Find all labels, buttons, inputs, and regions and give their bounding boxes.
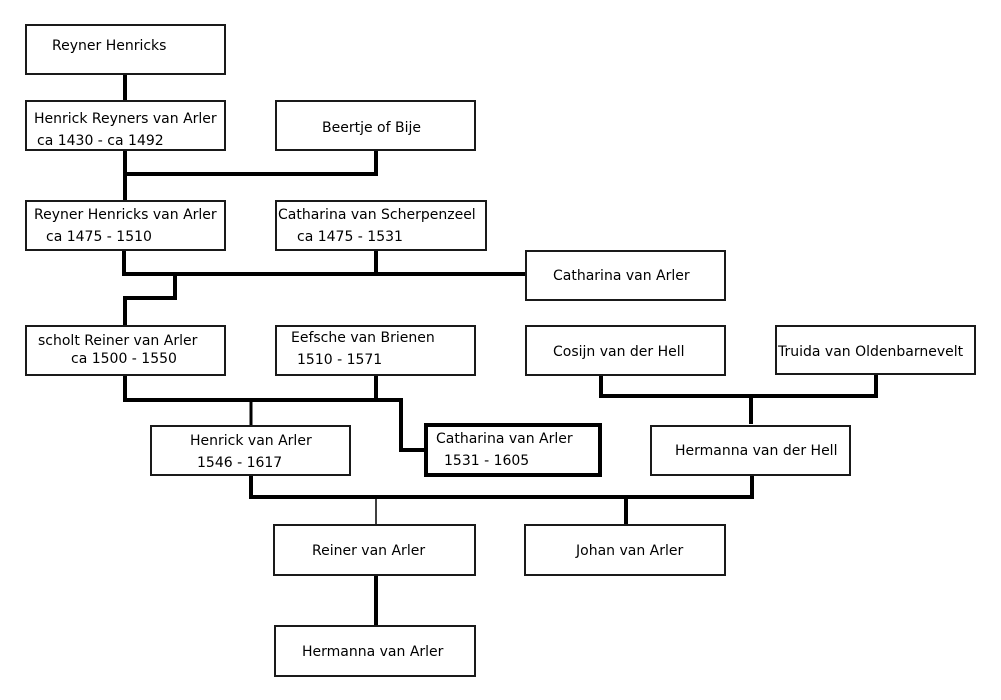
- person-box[interactable]: Hermanna van der Hell: [650, 425, 851, 476]
- person-name: Truida van Oldenbarnevelt: [778, 344, 964, 360]
- connector-line: [123, 148, 378, 202]
- person-box[interactable]: Beertje of Bije: [275, 100, 476, 151]
- person-name: Catharina van Scherpenzeel: [278, 207, 476, 223]
- person-box[interactable]: scholt Reiner van Arler ca 1500 - 1550: [25, 325, 226, 376]
- person-box[interactable]: Reiner van Arler: [273, 524, 476, 576]
- person-name: Hermanna van der Hell: [675, 443, 838, 459]
- person-box[interactable]: Hermanna van Arler: [274, 625, 476, 677]
- person-box[interactable]: Truida van Oldenbarnevelt: [775, 325, 976, 375]
- person-box[interactable]: Catharina van Scherpenzeel ca 1475 - 153…: [275, 200, 487, 251]
- person-box[interactable]: Reyner Henricks van Arler ca 1475 - 1510: [25, 200, 226, 251]
- person-box[interactable]: Eefsche van Brienen 1510 - 1571: [275, 325, 476, 376]
- person-name: Reiner van Arler: [312, 543, 426, 559]
- person-dates: 1510 - 1571: [297, 352, 383, 368]
- person-name: Henrick van Arler: [190, 433, 312, 449]
- person-dates: ca 1475 - 1510: [46, 229, 152, 245]
- person-name: Beertje of Bije: [322, 120, 421, 136]
- person-name: Henrick Reyners van Arler: [34, 111, 217, 127]
- person-dates: 1531 - 1605: [444, 453, 530, 469]
- person-dates: ca 1430 - ca 1492: [37, 133, 164, 149]
- person-box-highlighted[interactable]: Catharina van Arler 1531 - 1605: [424, 423, 602, 477]
- connector-line: [599, 372, 878, 398]
- person-box[interactable]: Reyner Henricks: [25, 24, 226, 75]
- person-box[interactable]: Catharina van Arler: [525, 250, 726, 301]
- person-name: scholt Reiner van Arler: [38, 333, 198, 349]
- person-dates: ca 1475 - 1531: [297, 229, 403, 245]
- person-name: Catharina van Arler: [553, 268, 690, 284]
- person-name: Reyner Henricks van Arler: [34, 207, 217, 223]
- person-name: Hermanna van Arler: [302, 644, 444, 660]
- connector-line: [249, 472, 754, 499]
- person-name: Catharina van Arler: [436, 431, 573, 447]
- person-name: Cosijn van der Hell: [553, 344, 685, 360]
- person-dates: ca 1500 - 1550: [71, 351, 177, 367]
- person-name: Johan van Arler: [576, 543, 684, 559]
- connector-line: [122, 248, 528, 276]
- person-name: Reyner Henricks: [52, 38, 167, 54]
- connector-line: [123, 272, 177, 328]
- person-name: Eefsche van Brienen: [291, 330, 435, 346]
- person-box[interactable]: Johan van Arler: [524, 524, 726, 576]
- person-dates: 1546 - 1617: [197, 455, 283, 471]
- person-box[interactable]: Henrick Reyners van Arler ca 1430 - ca 1…: [25, 100, 226, 151]
- person-box[interactable]: Henrick van Arler 1546 - 1617: [150, 425, 351, 476]
- person-box[interactable]: Cosijn van der Hell: [525, 325, 726, 376]
- connector-line: [123, 374, 428, 452]
